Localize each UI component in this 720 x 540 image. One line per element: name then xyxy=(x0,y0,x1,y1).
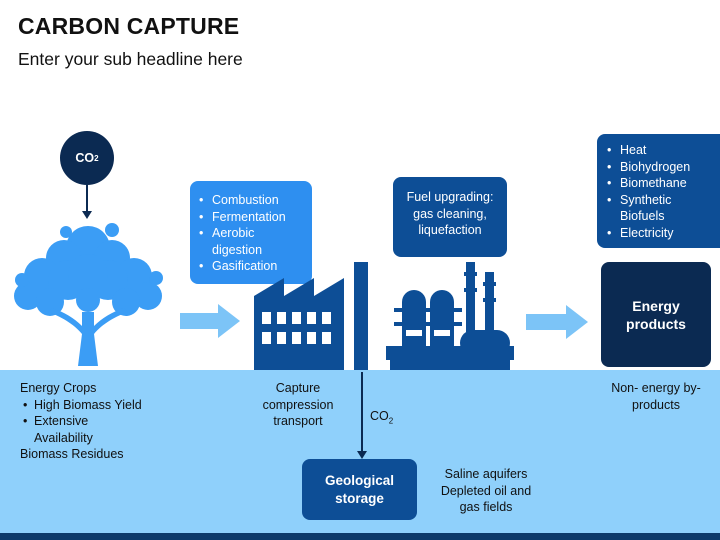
energy-outputs-box: Heat Biohydrogen Biomethane Synthetic Bi… xyxy=(597,134,720,248)
refinery-icon xyxy=(386,262,514,370)
right-arrow-icon xyxy=(180,304,240,338)
geological-storage-box: Geological storage xyxy=(302,459,417,520)
storage-arrow-head xyxy=(357,451,367,459)
crops-footer: Biomass Residues xyxy=(20,447,124,461)
energy-products-box: Energy products xyxy=(601,262,711,367)
co2-storage-subscript: 2 xyxy=(388,416,394,426)
crops-item: High Biomass Yield xyxy=(20,397,190,414)
right-arrow-icon xyxy=(526,305,588,339)
process-item: Gasification xyxy=(199,258,304,275)
output-item: Synthetic Biofuels xyxy=(607,192,712,225)
process-item: Combustion xyxy=(199,192,304,209)
output-item: Heat xyxy=(607,142,712,159)
process-item: Aerobic digestion xyxy=(199,225,304,258)
output-item: Electricity xyxy=(607,225,712,242)
storage-arrow-line xyxy=(361,372,363,452)
capture-label: Capture compression transport xyxy=(262,381,334,428)
bottom-bar xyxy=(0,533,720,540)
co2-storage-text: CO xyxy=(370,409,389,423)
fuel-upgrading-box: Fuel upgrading: gas cleaning, liquefacti… xyxy=(393,177,507,257)
process-methods-box: Combustion Fermentation Aerobic digestio… xyxy=(190,181,312,284)
process-item: Fermentation xyxy=(199,209,304,226)
co2-source-subscript: 2 xyxy=(94,153,99,163)
factory-icon xyxy=(254,262,368,370)
crops-item: Extensive Availability xyxy=(20,413,140,446)
energy-crops-label: Energy Crops High Biomass Yield Extensiv… xyxy=(20,380,190,463)
tree-icon xyxy=(14,223,163,366)
output-item: Biomethane xyxy=(607,175,712,192)
page-title: CARBON CAPTURE xyxy=(18,13,240,39)
co2-source-label: CO xyxy=(75,151,95,165)
page-subtitle: Enter your sub headline here xyxy=(18,49,243,69)
crops-heading: Energy Crops xyxy=(20,381,97,395)
co2-arrow-line xyxy=(86,185,88,213)
co2-arrow-head xyxy=(82,211,92,219)
co2-storage-label: CO2 xyxy=(370,408,393,430)
output-item: Biohydrogen xyxy=(607,159,712,176)
non-energy-byproducts-label: Non- energy by-products xyxy=(611,381,701,412)
storage-sites-label: Saline aquifers Depleted oil and gas fie… xyxy=(440,467,532,514)
